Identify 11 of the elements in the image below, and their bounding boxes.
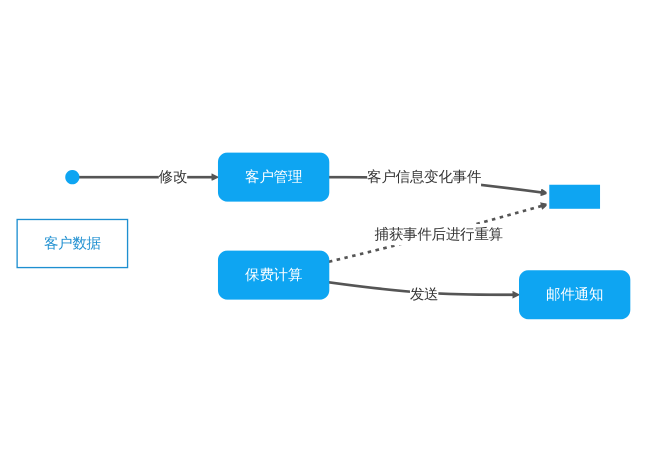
node-person xyxy=(65,170,80,184)
arrow xyxy=(328,202,548,263)
node-box: 保费计算 xyxy=(218,250,330,300)
edge-label: 客户信息变化事件 xyxy=(367,168,482,185)
edge-label: 修改 xyxy=(158,168,188,185)
node-box: 客户管理 xyxy=(218,152,330,202)
node-box: 客户数据 xyxy=(16,218,128,268)
node-box: 邮件通知 xyxy=(519,270,630,319)
edge-label: 发送 xyxy=(410,285,438,302)
edge-label: 捕获事件后进行重算 xyxy=(374,225,503,242)
node-bar xyxy=(546,182,603,211)
